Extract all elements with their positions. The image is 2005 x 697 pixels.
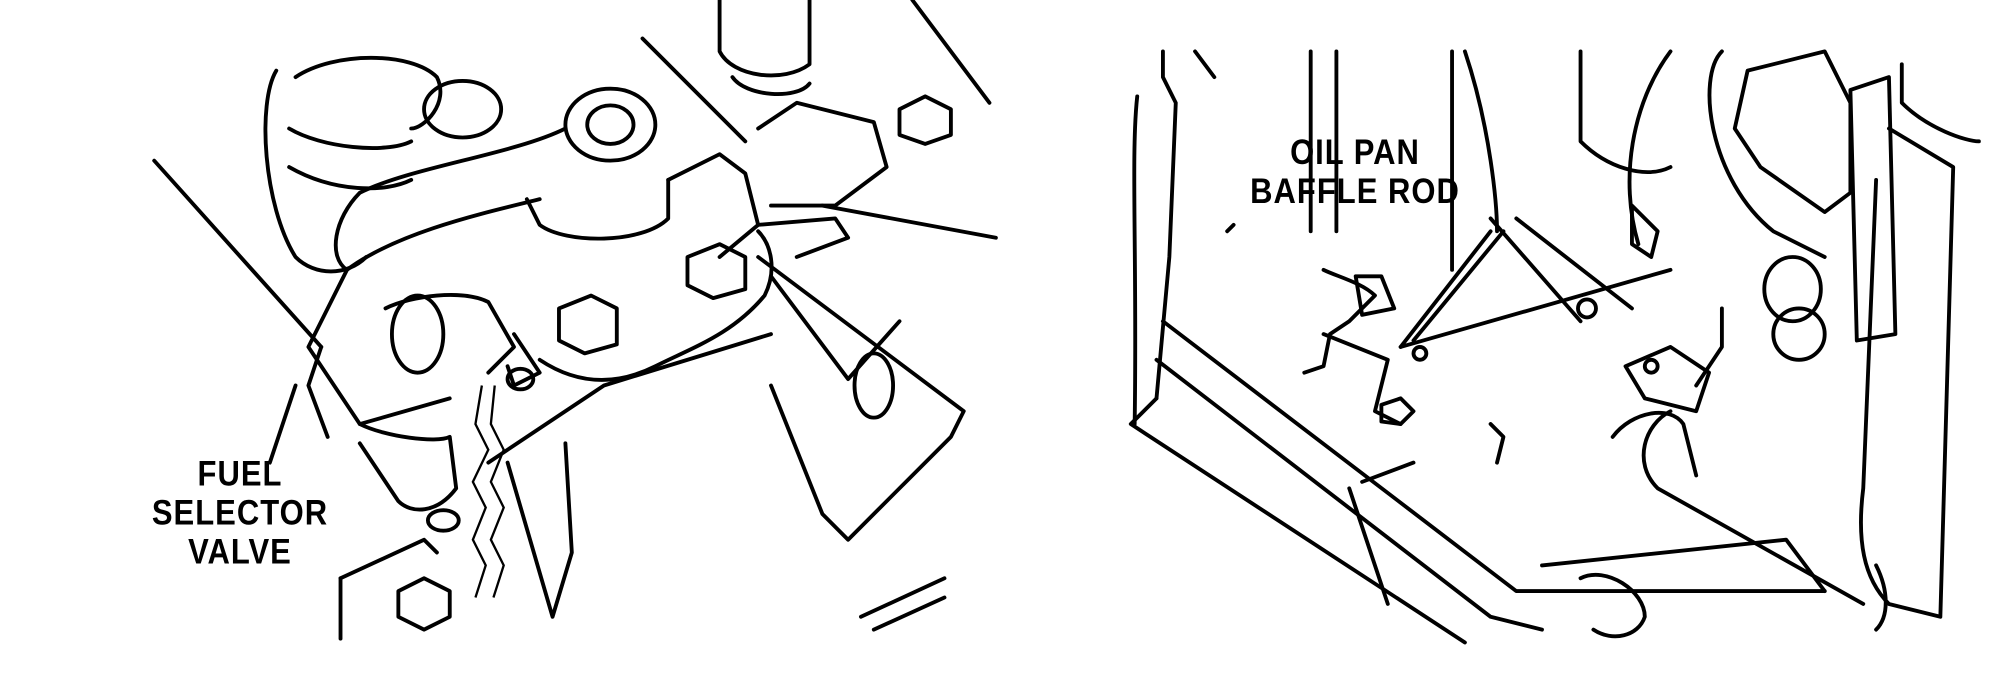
callout-line: SELECTOR (151, 492, 329, 533)
oil-pan-baffle-rod-callout: OIL PAN BAFFLE ROD (1215, 131, 1495, 212)
callout-line: OIL PAN (1290, 131, 1420, 172)
callout-line: VALVE (188, 531, 292, 572)
fuel-selector-valve-callout: FUEL SELECTOR VALVE (140, 454, 340, 571)
callout-line: FUEL (197, 453, 283, 494)
oil-pan-baffle-rod-illustration (1128, 49, 1981, 645)
fuel-selector-valve-illustration (152, 0, 998, 641)
callout-line: BAFFLE ROD (1250, 170, 1460, 212)
